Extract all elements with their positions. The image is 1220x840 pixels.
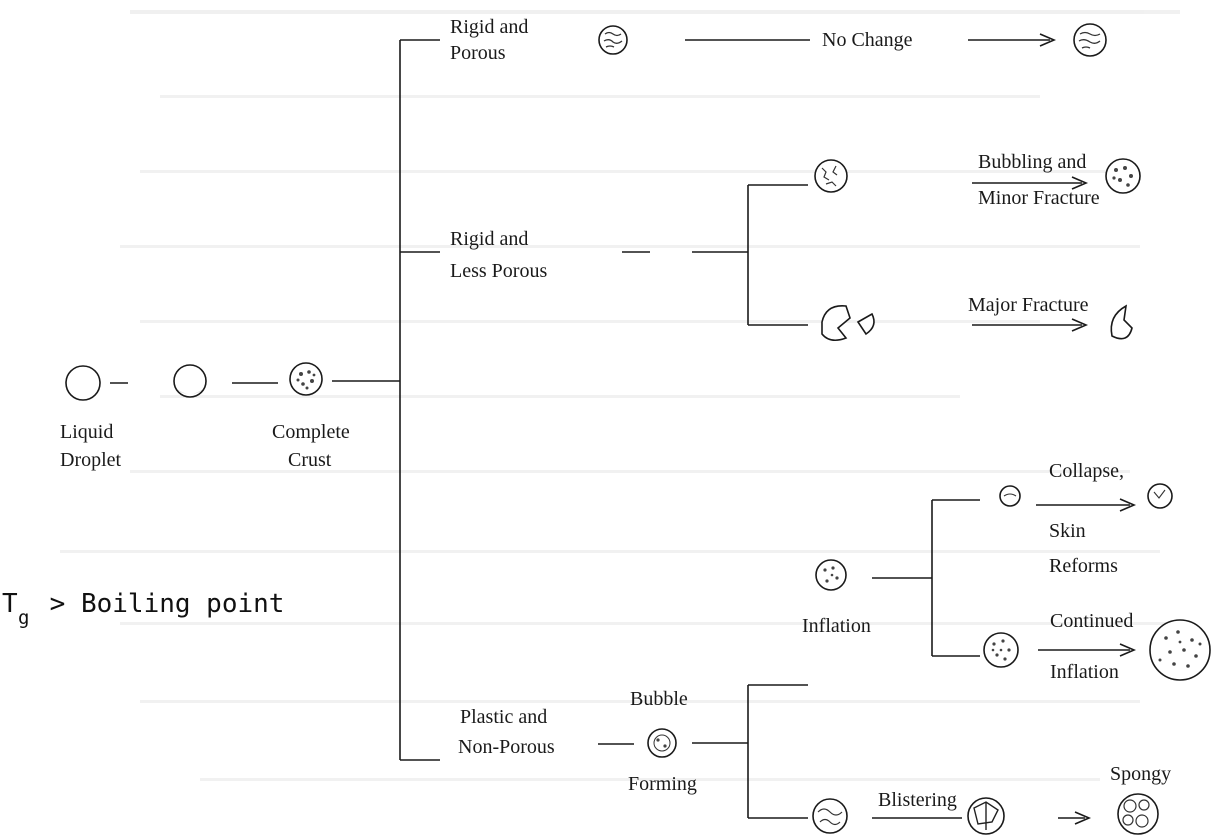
complete-crust-node — [290, 363, 322, 395]
continued-inflation-result-particle — [1150, 620, 1210, 680]
collapse-result-particle — [1148, 484, 1172, 508]
plastic-label-1: Plastic and — [460, 706, 547, 728]
crusting-droplet-node — [174, 365, 206, 397]
blistered-particle — [968, 798, 1004, 834]
collapse-label-2: Skin — [1049, 520, 1086, 542]
minor-fracture-particle — [815, 160, 847, 192]
liquid-label-2: Droplet — [60, 449, 122, 471]
crust-label-2: Crust — [288, 449, 332, 471]
rigid-porous-label-2: Porous — [450, 42, 506, 64]
tg-symbol: T — [2, 589, 18, 619]
collapse-particle — [1000, 486, 1020, 506]
bubble-forming-label-1: Bubble — [630, 688, 688, 710]
boiling-point-text: > Boiling point — [34, 589, 284, 619]
crust-label-1: Complete — [272, 421, 350, 443]
rigid-less-label-1: Rigid and — [450, 228, 528, 250]
continued-label-2: Inflation — [1050, 661, 1119, 683]
bubbling-label-2: Minor Fracture — [978, 187, 1100, 209]
major-fracture-particle — [822, 306, 874, 340]
rigid-porous-label-1: Rigid and — [450, 16, 528, 38]
blistering-particle — [813, 799, 847, 833]
major-fracture-result-particle — [1111, 306, 1132, 339]
rigid-less-label-2: Less Porous — [450, 260, 547, 282]
bubble-forming-label-2: Forming — [628, 773, 697, 795]
plastic-label-2: Non-Porous — [458, 736, 555, 758]
inflation-particle — [816, 560, 846, 590]
continued-label-1: Continued — [1050, 610, 1133, 632]
no-change-result-particle — [1074, 24, 1106, 56]
inflation-label: Inflation — [802, 615, 871, 637]
liquid-droplet-node — [66, 366, 100, 400]
liquid-label-1: Liquid — [60, 421, 113, 443]
blistering-label: Blistering — [878, 789, 957, 811]
continued-inflation-particle — [984, 633, 1018, 667]
spongy-label: Spongy — [1110, 763, 1171, 785]
rigid-porous-particle — [599, 26, 627, 54]
bubble-forming-particle — [648, 729, 676, 757]
collapse-label-3: Reforms — [1049, 555, 1118, 577]
collapse-label-1: Collapse, — [1049, 460, 1124, 482]
spongy-result-particle — [1118, 794, 1158, 834]
major-fracture-label: Major Fracture — [968, 294, 1089, 316]
minor-fracture-result-particle — [1106, 159, 1140, 193]
tg-subscript: g — [18, 607, 29, 629]
no-change-label: No Change — [822, 29, 913, 51]
bubbling-label-1: Bubbling and — [978, 151, 1086, 173]
bleed-through-background — [60, 10, 1180, 781]
